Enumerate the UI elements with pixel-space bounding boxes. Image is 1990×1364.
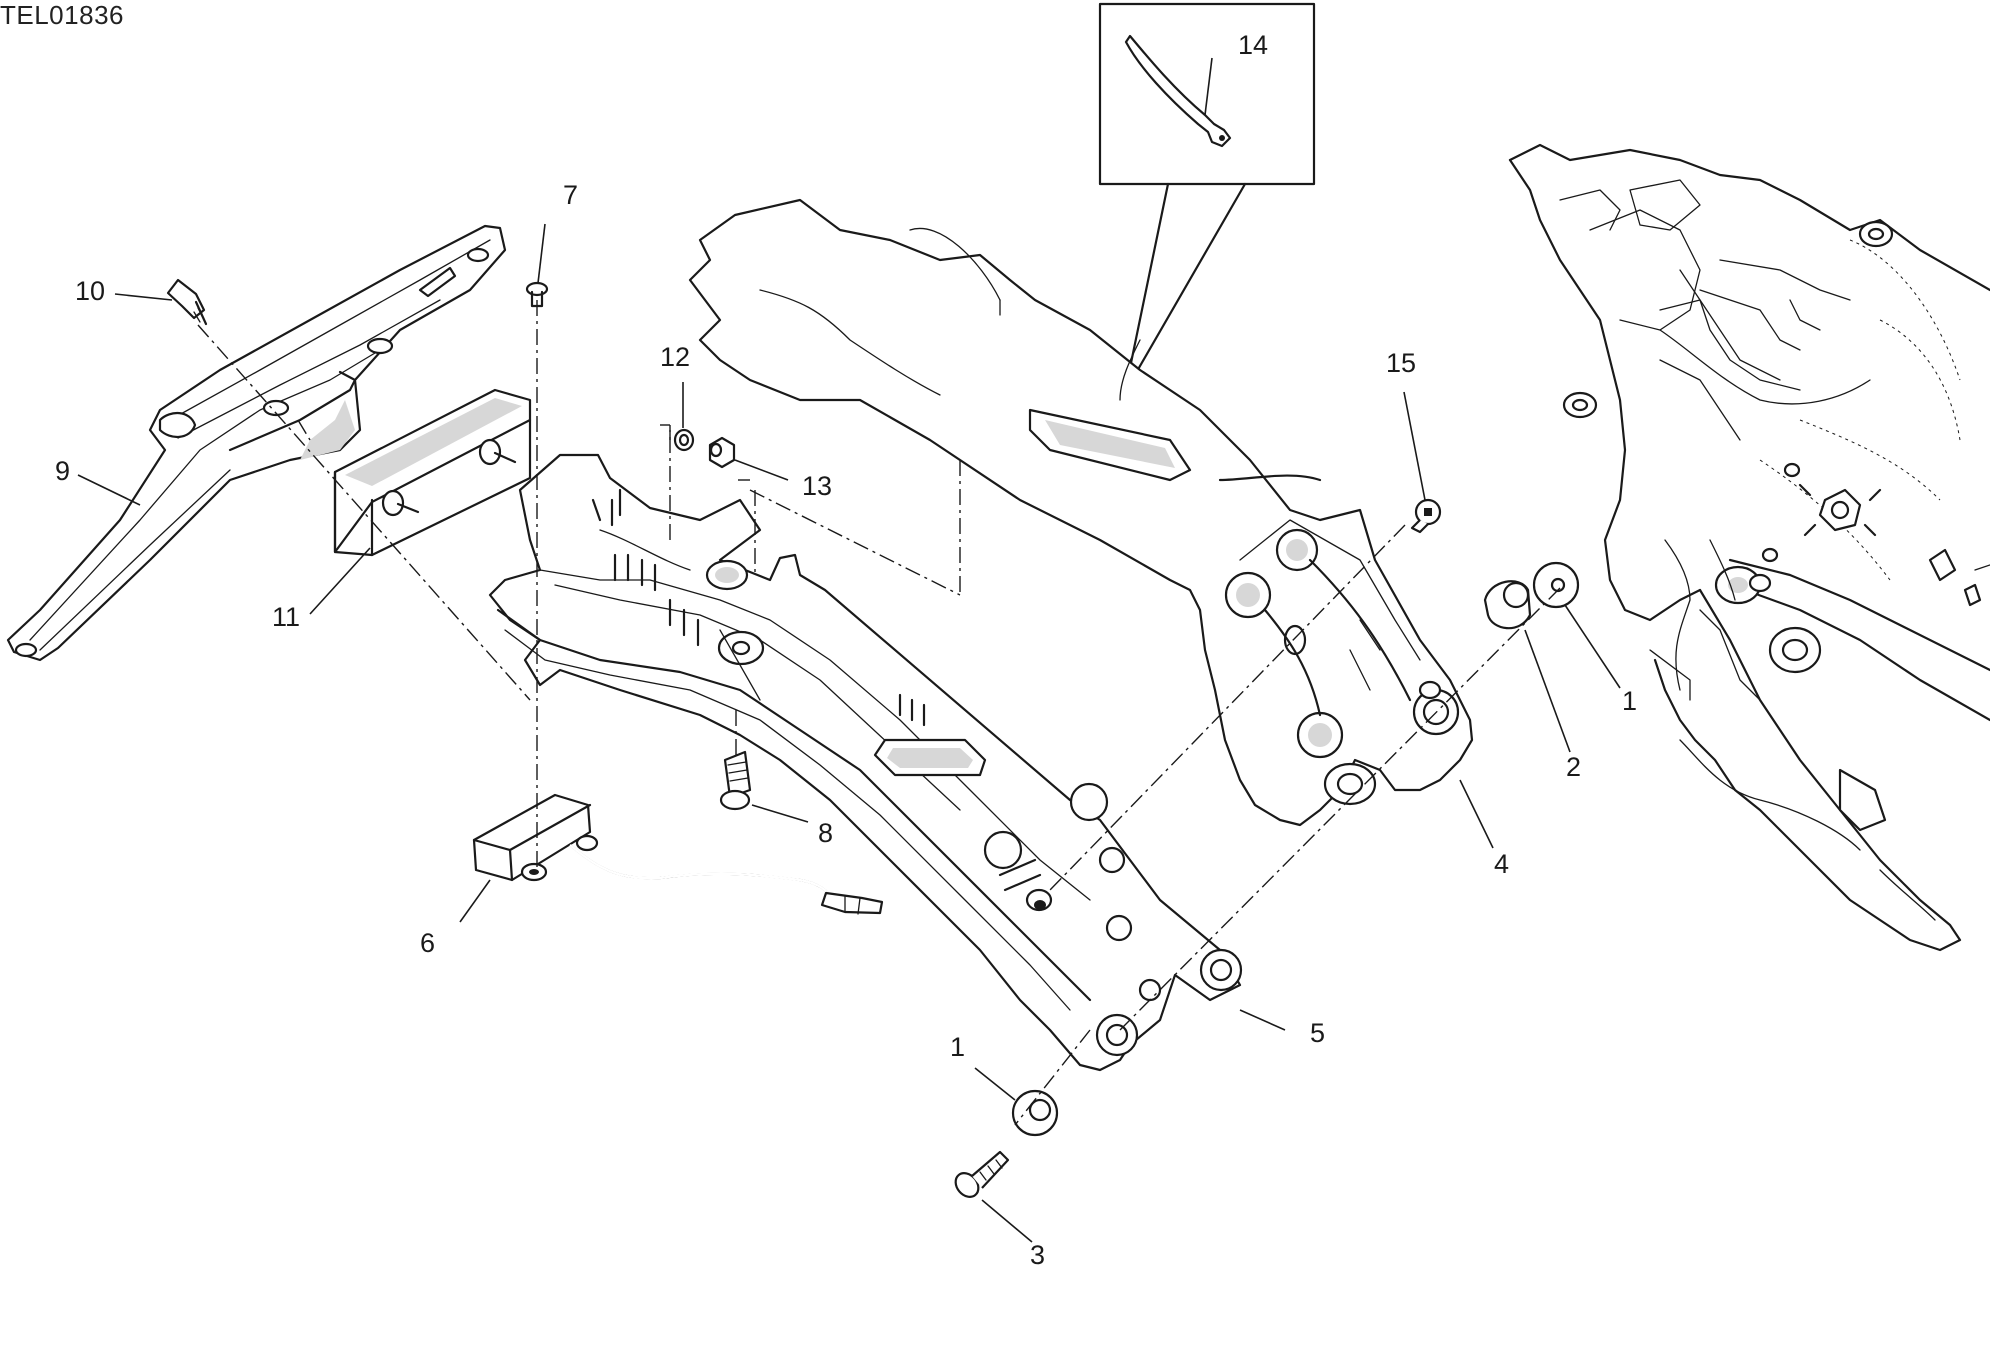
- screw-7-part: [525, 281, 549, 308]
- screw-3-part: [954, 1150, 1010, 1198]
- assembly-centerlines: [197, 300, 1561, 1126]
- callout-14: 14: [1238, 30, 1268, 60]
- callout-8: 8: [818, 818, 833, 848]
- callout-2: 2: [1566, 752, 1581, 782]
- grommet-2-part: [1483, 580, 1532, 630]
- license-support-bracket-part: [488, 453, 1243, 1072]
- washer-1-lower-part: [1011, 1089, 1059, 1137]
- callout-3: 3: [1030, 1240, 1045, 1270]
- document-code: TEL01836: [0, 0, 124, 30]
- callout-12: 12: [660, 342, 690, 372]
- callout-11: 11: [272, 602, 300, 632]
- tail-undertray-part: [688, 198, 1474, 827]
- washer-1-upper-part: [1532, 561, 1580, 609]
- callout-6: 6: [420, 928, 435, 958]
- rear-frame-context: [1508, 143, 1990, 952]
- detail-inset-box: [1098, 2, 1316, 394]
- callout-10: 10: [75, 276, 105, 306]
- callout-1-upper: 1: [1622, 686, 1637, 716]
- license-light-part: [472, 793, 884, 915]
- screw-8-part: [719, 750, 752, 811]
- callout-labels: 1 1 2 3 4 5 6 7 8 9 10 11 12 13 14 15: [55, 30, 1637, 1270]
- washer-12-part: [673, 428, 695, 452]
- callout-1-lower: 1: [950, 1032, 965, 1062]
- license-plate-holder-part: [6, 224, 507, 662]
- callout-leaders: [77, 57, 1621, 1243]
- callout-9: 9: [55, 456, 70, 486]
- callout-15: 15: [1386, 348, 1416, 378]
- callout-7: 7: [563, 180, 578, 210]
- reflector-part: [333, 388, 532, 557]
- screw-15-part: [1410, 498, 1442, 534]
- nut-13-part: [708, 436, 736, 469]
- cable-tie-part: [1124, 34, 1232, 148]
- callout-13: 13: [802, 471, 832, 501]
- screw-10-part: [166, 278, 208, 326]
- callout-4: 4: [1494, 849, 1509, 879]
- callout-5: 5: [1310, 1018, 1325, 1048]
